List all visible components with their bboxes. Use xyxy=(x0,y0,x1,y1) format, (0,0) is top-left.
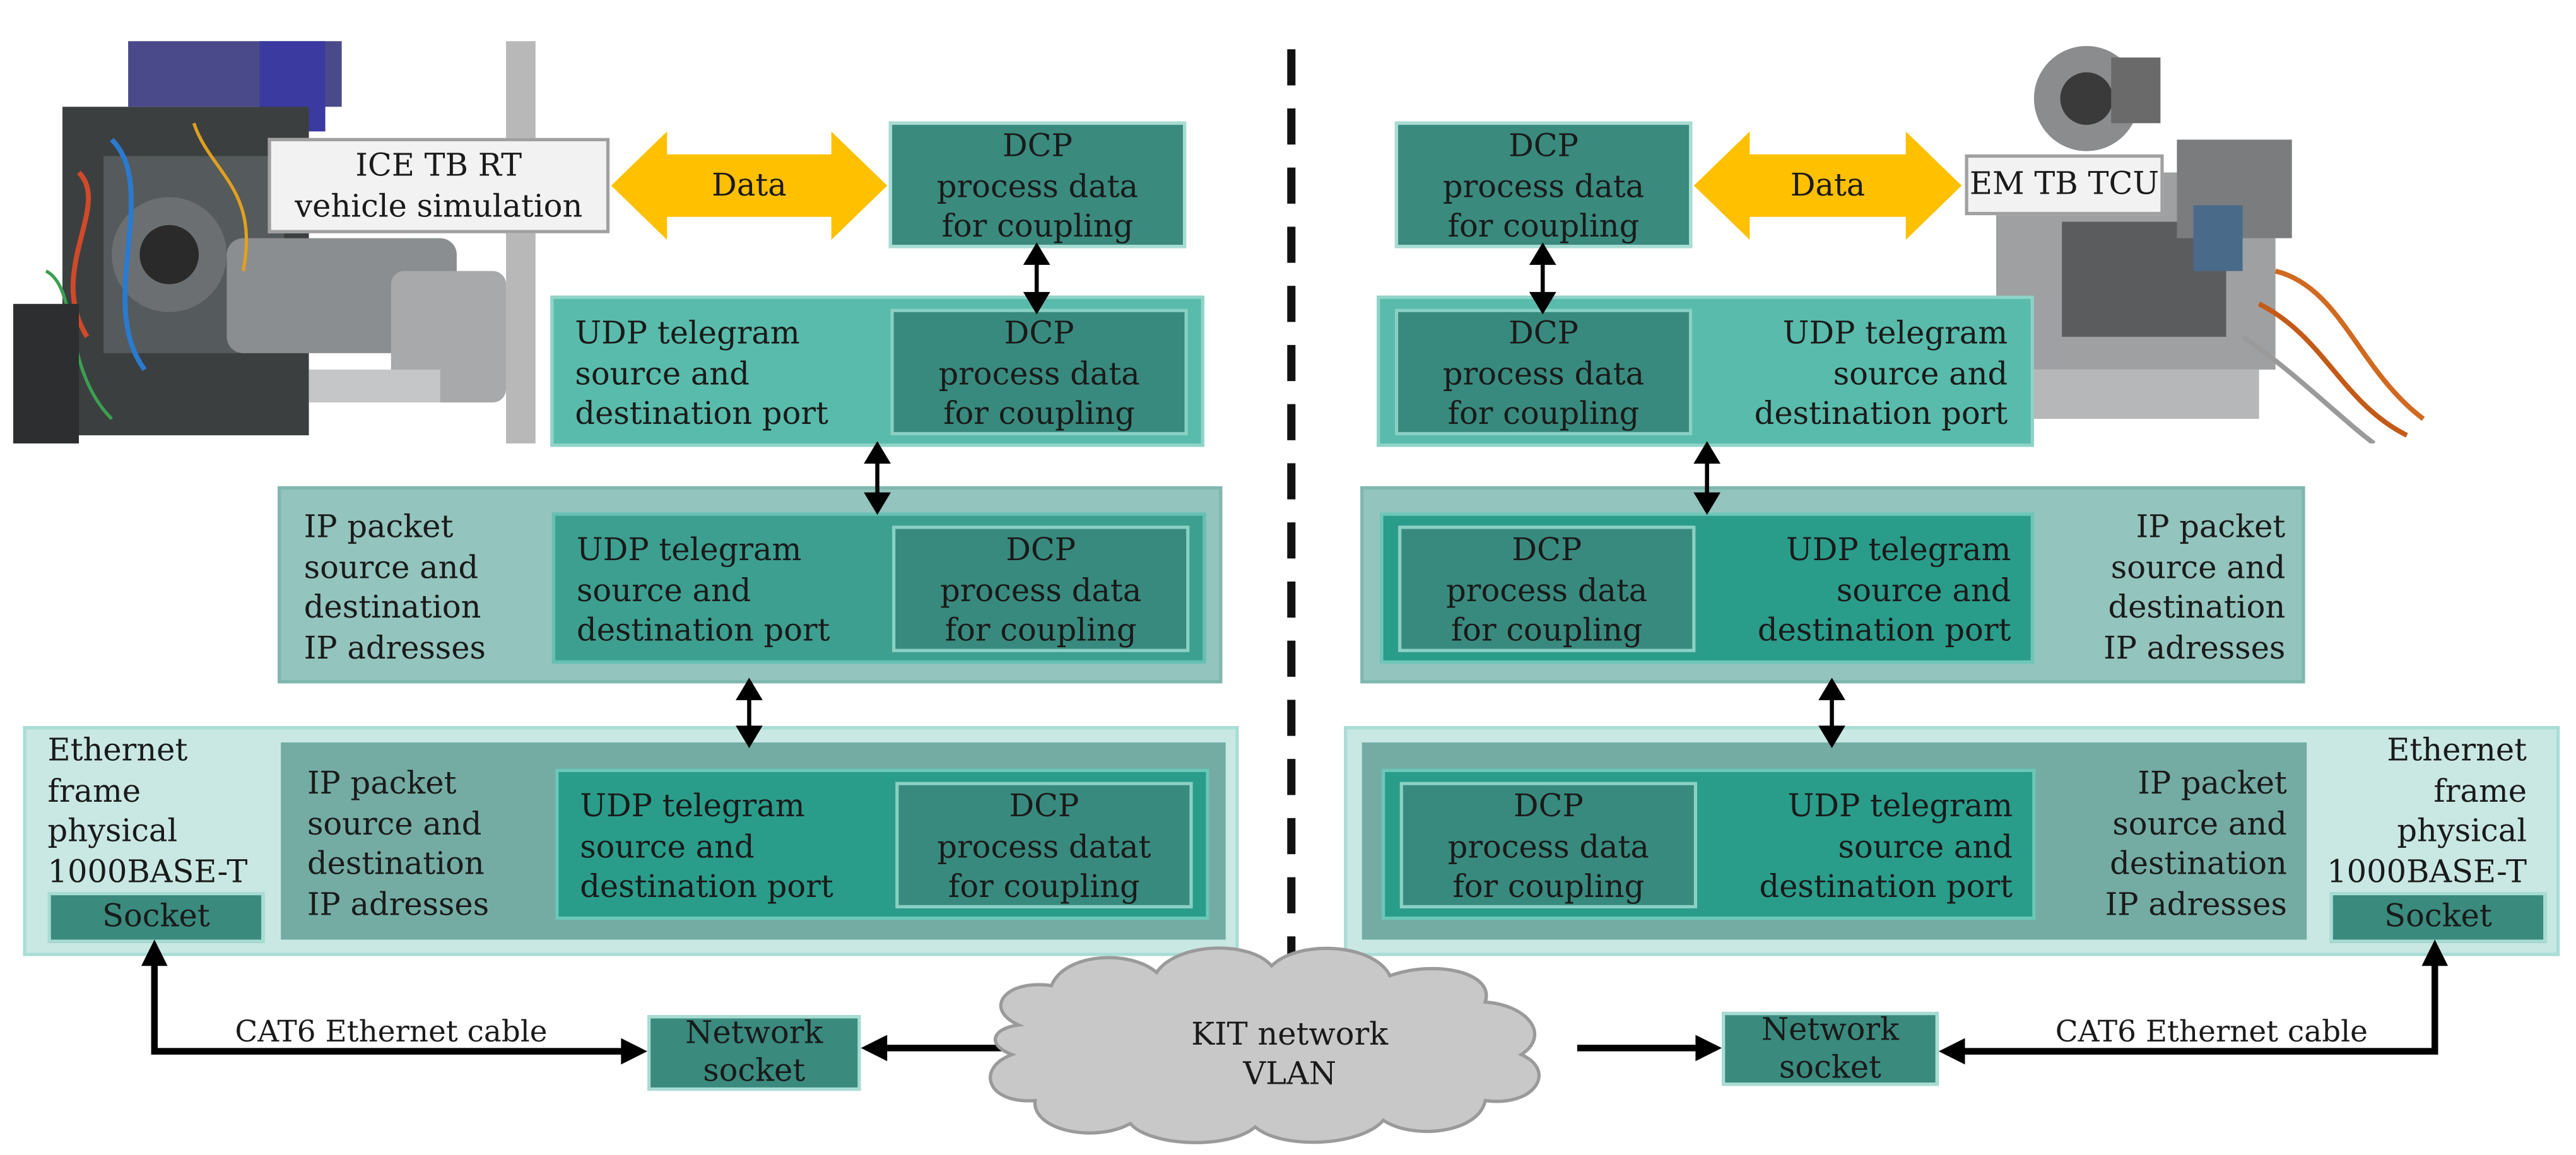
right-eth-udp-text: UDP telegram source and destination port xyxy=(1759,788,2013,905)
left-socket-cloud-arrow xyxy=(861,1035,888,1062)
left-socket: Socket xyxy=(47,892,265,943)
left-data-label: Data xyxy=(712,167,787,204)
left-ip-layer-ip-text: IP packet source and destination IP adre… xyxy=(303,509,486,666)
left-dcp-top-text: DCP process data for coupling xyxy=(936,128,1139,245)
right-udp-layer-dcp-text: DCP process data for coupling xyxy=(1442,315,1645,432)
left-network-socket: Network socket xyxy=(647,1015,861,1091)
right-data-label: Data xyxy=(1790,167,1866,204)
right-udp-layer: DCP process data for coupling UDP telegr… xyxy=(1377,295,2034,447)
electric-motor-test-bench-photo xyxy=(1963,41,2440,444)
ice-tb-rt-label: ICE TB RT vehicle simulation xyxy=(268,138,610,233)
em-tb-tcu-label: EM TB TCU xyxy=(1965,154,2164,216)
right-network-socket: Network socket xyxy=(1722,1012,1939,1086)
right-dcp-top-text: DCP process data for coupling xyxy=(1442,128,1645,245)
right-ip-layer-udp-text: UDP telegram source and destination port xyxy=(1757,532,2011,649)
right-socket-cloud-arrow xyxy=(1695,1035,1722,1062)
left-udp-layer-dcp-text: DCP process data for coupling xyxy=(938,315,1140,432)
left-eth-ip-box: IP packet source and destination IP adre… xyxy=(281,742,1226,940)
left-ip-layer-udp-box: UDP telegram source and destination port… xyxy=(551,512,1206,664)
right-eth-dcp-text: DCP process data for coupling xyxy=(1447,788,1649,905)
left-eth-dcp-box: DCP process datat for coupling xyxy=(895,782,1193,909)
left-ethernet-text: Ethernet frame physical 1000BASE-T xyxy=(47,732,248,890)
left-network-socket-text: Network socket xyxy=(685,1015,823,1089)
left-cable-arrow-up xyxy=(141,939,168,966)
right-eth-dcp-box: DCP process data for coupling xyxy=(1399,782,1698,909)
left-cable-arrow-right xyxy=(621,1038,648,1065)
left-cable-path xyxy=(151,953,631,1055)
right-ethernet-text: Ethernet frame physical 1000BASE-T xyxy=(2327,732,2527,890)
right-dcp-top-box: DCP process data for coupling xyxy=(1394,121,1693,249)
right-socket-text: Socket xyxy=(2384,898,2492,935)
right-cable-label: CAT6 Ethernet cable xyxy=(2055,1015,2368,1050)
engine-test-bench-photo xyxy=(13,41,536,444)
left-eth-udp-text: UDP telegram source and destination port xyxy=(580,788,833,905)
right-udp-layer-udp-text: UDP telegram source and destination port xyxy=(1754,315,2008,432)
em-tb-tcu-text: EM TB TCU xyxy=(1969,166,2160,202)
right-eth-ip-box: DCP process data for coupling UDP telegr… xyxy=(1362,742,2307,940)
right-ip-layer-dcp-box: DCP process data for coupling xyxy=(1398,525,1696,652)
right-socket: Socket xyxy=(2329,892,2547,943)
left-eth-ip-text: IP packet source and destination IP adre… xyxy=(307,765,490,923)
left-dcp-top-box: DCP process data for coupling xyxy=(888,121,1187,249)
left-ip-layer: IP packet source and destination IP adre… xyxy=(278,486,1223,684)
right-ip-layer-dcp-text: DCP process data for coupling xyxy=(1446,532,1648,649)
right-ip-layer-ip-text: IP packet source and destination IP adre… xyxy=(2103,509,2286,666)
left-udp-layer-dcp-box: DCP process data for coupling xyxy=(890,308,1188,436)
right-data-arrow xyxy=(1693,131,1962,240)
left-udp-layer: UDP telegram source and destination port… xyxy=(550,295,1204,447)
right-cable-arrow-up xyxy=(2421,939,2449,966)
kit-network-cloud xyxy=(989,946,1541,1144)
right-cable-arrow-left xyxy=(1938,1038,1965,1065)
right-udp-layer-dcp-box: DCP process data for coupling xyxy=(1394,308,1693,436)
left-socket-text: Socket xyxy=(102,898,210,935)
left-eth-udp-box: UDP telegram source and destination port… xyxy=(555,768,1209,920)
cloud-label: KIT network VLAN xyxy=(1191,1016,1389,1093)
left-ip-layer-dcp-box: DCP process data for coupling xyxy=(892,525,1190,652)
left-ip-layer-dcp-text: DCP process data for coupling xyxy=(940,532,1142,649)
right-network-socket-text: Network socket xyxy=(1761,1012,1900,1086)
right-link-arrows xyxy=(1529,242,1845,748)
left-link-arrows xyxy=(736,242,1050,748)
right-eth-udp-box: DCP process data for coupling UDP telegr… xyxy=(1382,768,2036,920)
left-ethernet-layer: Ethernet frame physical 1000BASE-T Socke… xyxy=(23,726,1239,956)
left-eth-dcp-text: DCP process datat for coupling xyxy=(937,788,1151,905)
left-data-arrow xyxy=(611,131,888,240)
left-cable-label: CAT6 Ethernet cable xyxy=(235,1015,548,1050)
left-ip-layer-udp-text: UDP telegram source and destination port xyxy=(577,532,830,649)
left-udp-layer-udp-text: UDP telegram source and destination port xyxy=(575,315,828,432)
right-cable-path xyxy=(1958,953,2438,1055)
right-ethernet-layer: DCP process data for coupling UDP telegr… xyxy=(1344,726,2560,956)
right-eth-ip-text: IP packet source and destination IP adre… xyxy=(2105,765,2287,923)
ice-tb-rt-text: ICE TB RT vehicle simulation xyxy=(295,148,583,225)
